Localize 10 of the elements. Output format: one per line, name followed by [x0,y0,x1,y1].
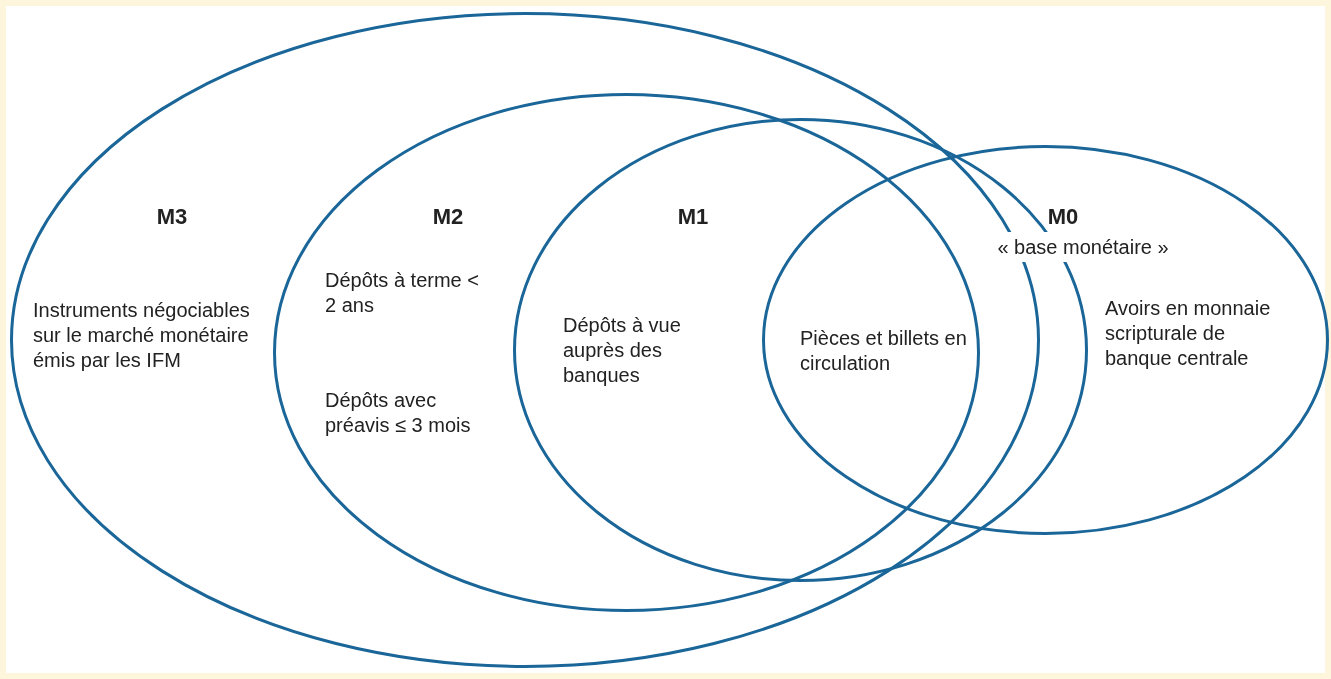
set-description: Dépôts à terme < 2 ans [325,268,480,318]
set-description: Dépôts à vue auprès des banques [563,313,682,388]
set-description: Pièces et billets en circulation [800,326,968,376]
set-description: Instruments négociables sur le marché monétaire émis par les IFM [33,298,251,373]
set-heading: M1 [676,203,710,231]
set-description: Dépôts avec préavis ≤ 3 mois [325,388,472,438]
set-description: Avoirs en monnaie scripturale de banque centrale [1105,296,1272,371]
set-heading: M3 [155,203,189,231]
set-heading: M2 [431,203,465,231]
set-heading: M0 [1046,203,1080,231]
